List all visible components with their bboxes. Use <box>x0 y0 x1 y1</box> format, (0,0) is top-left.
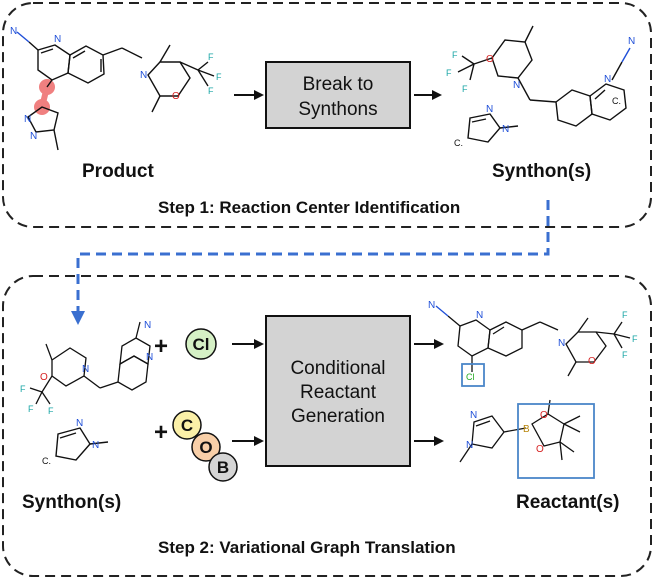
reactant-boronate-atoms: N N B O O <box>466 410 548 455</box>
svg-text:F: F <box>622 350 628 360</box>
product-atom-labels: N N N O N N F F F <box>10 26 222 142</box>
svg-text:O: O <box>486 54 494 65</box>
svg-text:N: N <box>92 440 99 451</box>
leaving-group-c <box>172 410 202 440</box>
step2-reactants-label: Reactant(s) <box>516 492 619 513</box>
svg-text:F: F <box>452 50 458 60</box>
svg-text:O: O <box>172 91 180 102</box>
svg-text:N: N <box>10 26 17 37</box>
synthon-large-atom-labels: O N F F F N N C. <box>446 36 635 106</box>
svg-text:N: N <box>146 352 153 363</box>
step2-panel <box>2 275 652 577</box>
crg-box-line3: Generation <box>291 406 385 427</box>
break-box-line1: Break to <box>303 74 374 95</box>
svg-text:F: F <box>622 310 628 320</box>
svg-text:C.: C. <box>454 138 463 148</box>
step2-synthon-large-atoms: O N F F F N N <box>20 320 153 416</box>
synthon-molecule-small <box>467 113 519 143</box>
svg-text:F: F <box>28 404 34 414</box>
svg-text:F: F <box>462 84 468 94</box>
svg-text:F: F <box>632 334 638 344</box>
svg-text:C.: C. <box>42 456 51 466</box>
plus-sign-2: + <box>154 419 168 446</box>
svg-text:N: N <box>502 124 509 135</box>
svg-text:F: F <box>20 384 26 394</box>
step2-synthon-large <box>29 321 151 405</box>
svg-text:B: B <box>523 424 530 435</box>
svg-text:N: N <box>486 104 493 115</box>
product-molecule <box>16 31 215 151</box>
step1-synthons-label: Synthon(s) <box>492 161 591 182</box>
break-box-line2: Synthons <box>298 99 377 120</box>
reactant-chloroquinoline <box>435 305 631 377</box>
svg-text:O: O <box>536 444 544 455</box>
crg-box-line1: Conditional <box>290 358 385 379</box>
svg-text:N: N <box>54 34 61 45</box>
svg-text:N: N <box>144 320 151 331</box>
svg-text:N: N <box>76 418 83 429</box>
boronate-highlight-box <box>517 403 595 479</box>
leaving-group-b-label: B <box>217 458 229 477</box>
conditional-reactant-generation-box <box>265 315 411 467</box>
leaving-group-cl-label: Cl <box>193 335 210 354</box>
svg-text:F: F <box>208 52 214 62</box>
reactant-boronate-ester <box>459 399 581 463</box>
svg-text:N: N <box>628 36 635 47</box>
svg-text:F: F <box>208 86 214 96</box>
svg-text:N: N <box>476 310 483 321</box>
svg-text:N: N <box>140 70 147 81</box>
svg-text:N: N <box>558 338 565 349</box>
svg-text:C.: C. <box>612 96 621 106</box>
plus-sign-1: + <box>154 333 168 360</box>
svg-text:F: F <box>216 72 222 82</box>
svg-text:N: N <box>513 80 520 91</box>
synthon-molecule-large <box>457 25 631 127</box>
svg-text:F: F <box>446 68 452 78</box>
step2-title: Step 2: Variational Graph Translation <box>158 538 456 557</box>
svg-text:O: O <box>588 356 596 367</box>
svg-text:O: O <box>40 372 48 383</box>
chlorine-highlight-box <box>461 363 485 387</box>
reactant-chloroquinoline-atoms: N N Cl N O F F F <box>428 300 638 382</box>
step1-panel <box>2 2 652 228</box>
svg-text:N: N <box>604 74 611 85</box>
synthon-small-atom-labels: N N C. <box>454 104 509 148</box>
svg-text:O: O <box>540 410 548 421</box>
leaving-group-cl <box>185 328 217 360</box>
step1-title: Step 1: Reaction Center Identification <box>158 198 460 217</box>
crg-box-line2: Reactant <box>300 382 377 403</box>
svg-text:N: N <box>428 300 435 311</box>
svg-text:N: N <box>470 410 477 421</box>
leaving-group-c-label: C <box>181 416 193 435</box>
svg-text:N: N <box>24 114 31 125</box>
step2-synthons-label: Synthon(s) <box>22 492 121 513</box>
svg-text:F: F <box>48 406 54 416</box>
break-to-synthons-box <box>265 61 411 129</box>
leaving-group-b <box>208 452 238 482</box>
product-label: Product <box>82 161 154 182</box>
step-connector-arrow <box>71 200 550 325</box>
step2-synthon-small-atoms: N N C. <box>42 418 99 466</box>
svg-text:N: N <box>82 364 89 375</box>
svg-text:Cl: Cl <box>466 372 475 382</box>
svg-text:N: N <box>466 440 473 451</box>
leaving-group-o-label: O <box>199 438 212 457</box>
step2-synthon-small <box>55 427 109 461</box>
leaving-group-o <box>191 432 221 462</box>
svg-text:N: N <box>30 131 37 142</box>
